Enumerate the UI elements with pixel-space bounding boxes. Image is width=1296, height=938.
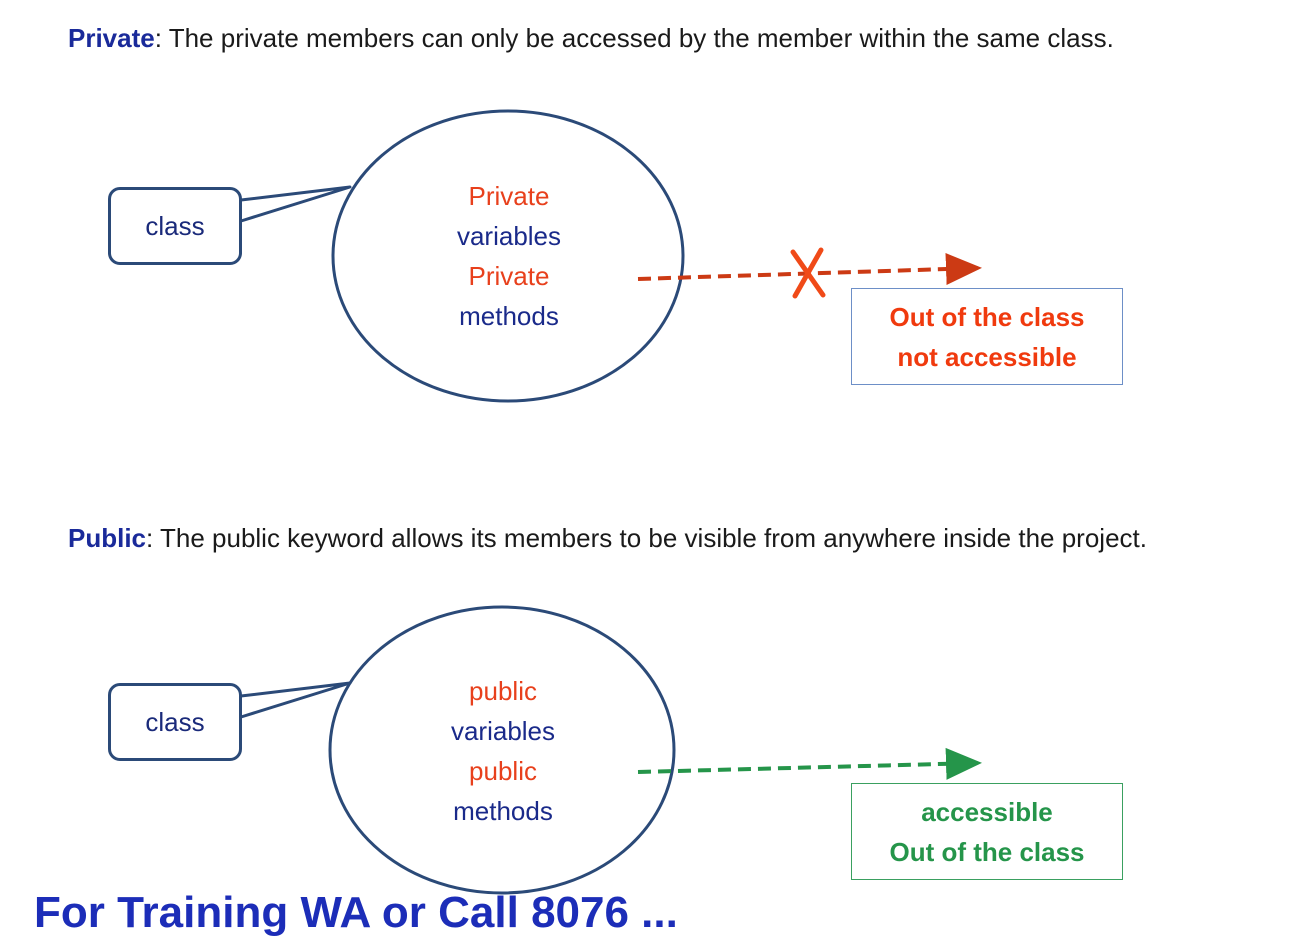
diagram-shapes <box>240 109 982 895</box>
public-class-callout: class <box>108 683 242 761</box>
public-result-line1: accessible <box>921 796 1053 827</box>
private-members: Private variables Private methods <box>389 176 629 336</box>
public-keyword: Public <box>68 523 147 553</box>
private-members-line2: variables <box>456 221 562 251</box>
public-members-line1: public <box>469 676 537 706</box>
public-callout-tail <box>240 681 352 719</box>
public-members-line3: public <box>469 756 537 786</box>
private-result-line2: not accessible <box>897 341 1077 372</box>
private-callout-tail <box>240 185 352 223</box>
private-members-line3: Private <box>468 261 550 291</box>
private-result-box: Out of the class not accessible <box>851 288 1123 385</box>
public-class-ellipse <box>328 605 676 895</box>
private-members-line1: Private <box>468 181 550 211</box>
private-class-callout: class <box>108 187 242 265</box>
private-members-line4: methods <box>459 301 559 331</box>
private-class-label: class <box>145 210 205 241</box>
public-class-label: class <box>145 706 205 737</box>
public-members-line2: variables <box>450 716 556 746</box>
public-result-box: accessible Out of the class <box>851 783 1123 880</box>
private-class-ellipse <box>331 109 685 403</box>
private-description: : The private members can only be access… <box>154 23 1114 53</box>
public-members: public variables public methods <box>383 671 623 831</box>
private-keyword: Private <box>68 23 155 53</box>
public-members-line4: methods <box>453 796 553 826</box>
footer-banner: For Training WA or Call 8076 ... <box>34 888 678 937</box>
private-result-line1: Out of the class <box>889 301 1085 332</box>
cross-icon <box>790 247 826 299</box>
public-access-arrow <box>637 747 982 780</box>
public-description: : The public keyword allows its members … <box>146 523 1147 553</box>
private-definition: Private: The private members can only be… <box>68 22 1114 54</box>
public-result-line2: Out of the class <box>889 836 1085 867</box>
public-definition: Public: The public keyword allows its me… <box>68 508 1268 569</box>
